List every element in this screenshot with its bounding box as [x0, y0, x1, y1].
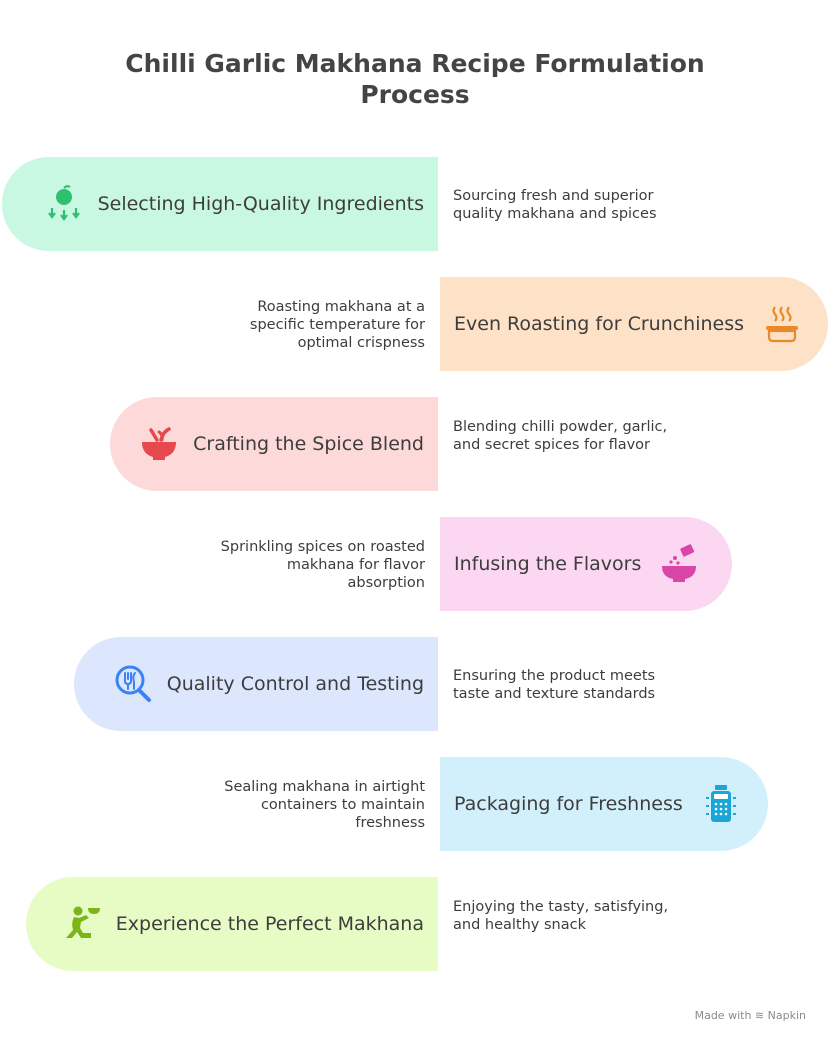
step-2-description: Roasting makhana at a specific temperatu…	[249, 299, 425, 351]
step-2-label: Even Roasting for Crunchiness	[454, 313, 745, 335]
step-5-label: Quality Control and Testing	[166, 673, 424, 695]
title-line-2: Process	[360, 80, 470, 109]
step-3-pill: Crafting the Spice Blend	[110, 397, 438, 491]
step-3-label: Crafting the Spice Blend	[193, 433, 424, 455]
step-6-description: Sealing makhana in airtight containers t…	[224, 779, 425, 831]
step-4-description: Sprinkling spices on roasted makhana for…	[220, 539, 425, 591]
diagram-title: Chilli Garlic Makhana Recipe Formulation…	[0, 48, 830, 110]
step-7-description: Enjoying the tasty, satisfying, and heal…	[453, 899, 669, 933]
step-2-pill: Even Roasting for Crunchiness	[440, 277, 828, 371]
step-3-description: Blending chilli powder, garlic, and secr…	[453, 419, 668, 453]
step-7-label: Experience the Perfect Makhana	[115, 913, 424, 935]
footer-made-with: Made with	[694, 1009, 752, 1022]
step-6-pill: Packaging for Freshness	[440, 757, 768, 851]
spice-bowl-icon	[139, 424, 179, 464]
steaming-pot-icon	[762, 304, 802, 344]
step-5-description: Ensuring the product meets taste and tex…	[453, 668, 656, 702]
step-5-pill: Quality Control and Testing	[74, 637, 438, 731]
container-icon	[701, 784, 741, 824]
footer-brand: Napkin	[767, 1009, 806, 1022]
person-eating-icon	[62, 904, 102, 944]
napkin-logo-icon: ≋	[754, 1009, 765, 1022]
sprinkle-bowl-icon	[659, 544, 699, 584]
magnifier-fork-icon	[113, 664, 153, 704]
step-6-label: Packaging for Freshness	[454, 793, 683, 815]
step-1-label: Selecting High-Quality Ingredients	[97, 193, 424, 215]
step-1-pill: Selecting High-Quality Ingredients	[2, 157, 438, 251]
step-4-pill: Infusing the Flavors	[440, 517, 732, 611]
napkin-watermark: Made with ≋ Napkin	[695, 1009, 806, 1022]
step-1-description: Sourcing fresh and superior quality makh…	[453, 188, 657, 222]
step-4-label: Infusing the Flavors	[454, 553, 642, 575]
fruit-arrows-icon	[44, 184, 84, 224]
title-line-1: Chilli Garlic Makhana Recipe Formulation	[125, 49, 705, 78]
step-7-pill: Experience the Perfect Makhana	[26, 877, 438, 971]
